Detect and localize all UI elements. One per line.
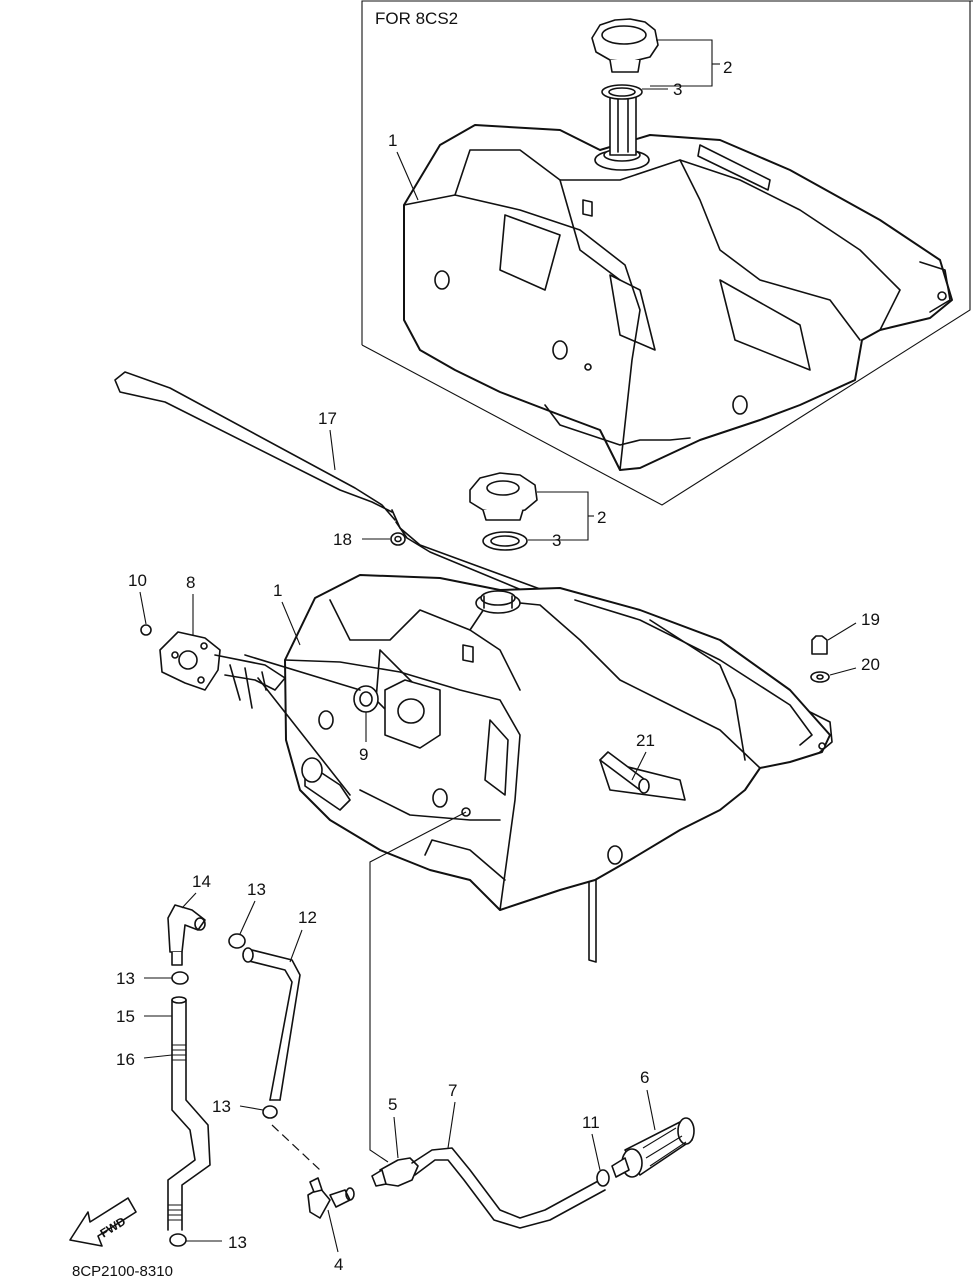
callout-19: 19 [827,610,880,641]
svg-text:3: 3 [673,80,682,99]
callout-7: 7 [447,1081,457,1149]
callout-13-c: 13 [212,1097,264,1116]
fitting-14 [167,904,206,966]
hose-clamp-11 [596,1169,610,1187]
hose-12 [242,947,301,1101]
svg-text:11: 11 [582,1113,600,1132]
alignment-line-tank-to-tap [369,811,467,1163]
callout-18: 18 [333,530,390,549]
collar-19 [811,635,828,655]
svg-text:13: 13 [116,969,135,988]
svg-text:2: 2 [597,508,606,527]
hose-clamp-13-c [262,1105,278,1119]
callout-inset-2: 2 [650,39,732,87]
alignment-line-hose-to-fitting [271,1124,321,1171]
svg-text:17: 17 [318,409,337,428]
main-fuel-tank [244,574,833,911]
svg-text:7: 7 [448,1081,457,1100]
hose-clamp-13-a [228,933,246,949]
callout-17: 17 [318,409,337,471]
inset-label: FOR 8CS2 [375,9,458,28]
callout-13-b: 13 [116,969,172,988]
svg-text:18: 18 [333,530,352,549]
callout-13-a: 13 [239,880,266,935]
hose-clamp-13-b [171,971,189,985]
svg-text:1: 1 [388,131,397,150]
callout-14: 14 [181,872,211,909]
svg-text:1: 1 [273,581,282,600]
callout-main-2: 2 [528,491,606,541]
svg-text:14: 14 [192,872,211,891]
fuel-filter [611,1117,695,1178]
callout-13-d: 13 [186,1233,247,1252]
callout-4: 4 [327,1209,343,1274]
hose-21 [599,751,650,794]
svg-text:16: 16 [116,1050,135,1069]
callout-15: 15 [116,1007,172,1026]
svg-text:3: 3 [552,531,561,550]
callout-inset-3: 3 [642,80,682,99]
svg-text:13: 13 [247,880,266,899]
inset-fuel-tank [403,18,953,471]
fuel-cap [469,472,538,521]
callout-5: 5 [388,1095,399,1159]
fitting-4 [307,1177,355,1219]
forward-direction-arrow: FWD [69,1197,137,1247]
callout-9: 9 [359,712,368,764]
fuel-pipe-7 [411,1147,606,1229]
svg-text:5: 5 [388,1095,397,1114]
callout-11: 11 [582,1113,601,1171]
svg-text:9: 9 [359,745,368,764]
washer-20 [810,671,830,683]
svg-text:20: 20 [861,655,880,674]
diagram-code: 8CP2100-8310 [72,1263,173,1279]
callout-21: 21 [631,731,655,781]
callout-10: 10 [128,571,147,625]
svg-text:13: 13 [228,1233,247,1252]
hose-clip-18 [390,532,406,546]
svg-text:2: 2 [723,58,732,77]
svg-text:13: 13 [212,1097,231,1116]
callout-20: 20 [829,655,880,676]
callout-main-3: 3 [528,531,561,550]
svg-text:15: 15 [116,1007,135,1026]
svg-text:19: 19 [861,610,880,629]
inset-panel: FOR 8CS2 [361,0,973,506]
svg-text:6: 6 [640,1068,649,1087]
hose-15 [167,996,211,1231]
svg-text:21: 21 [636,731,655,750]
svg-text:12: 12 [298,908,317,927]
hose-clamp-13-d [169,1233,187,1247]
callout-6: 6 [640,1068,656,1131]
callout-8: 8 [186,573,195,635]
callout-inset-1: 1 [388,131,419,201]
callout-main-1: 1 [273,581,301,646]
fuel-cock [371,1157,419,1187]
fuel-sender-unit [140,624,286,709]
svg-text:8: 8 [186,573,195,592]
svg-text:10: 10 [128,571,147,590]
callout-12: 12 [289,908,317,963]
svg-text:4: 4 [334,1255,343,1274]
callout-16: 16 [116,1050,173,1069]
cap-gasket [482,531,528,551]
